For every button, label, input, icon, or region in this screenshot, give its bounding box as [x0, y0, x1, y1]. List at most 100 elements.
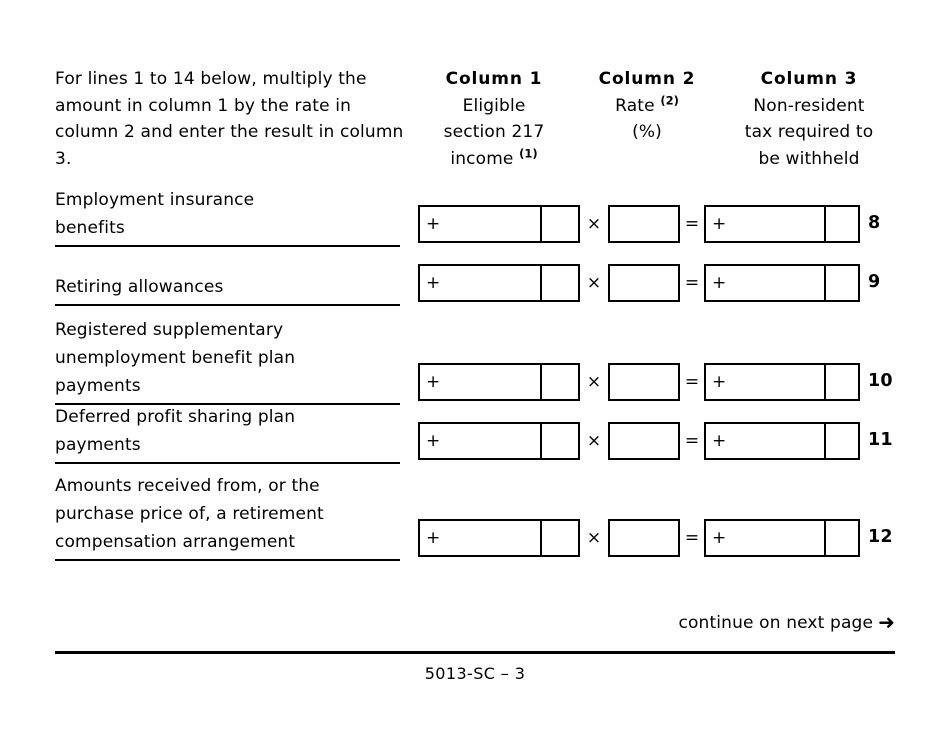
column-3-amount-box[interactable]: + [704, 519, 860, 557]
row-label-underline [55, 559, 400, 561]
column-3-subtitle-line-3: be withheld [758, 148, 860, 169]
row-label-line: Registered supplementary [55, 320, 284, 340]
line-number: 12 [868, 527, 893, 548]
row-label-cell: Amounts received from, or the purchase p… [55, 472, 400, 561]
column-1-cents-field[interactable] [540, 365, 578, 399]
form-code: 5013-SC – 3 [424, 664, 526, 683]
column-1-amount-box[interactable]: + [418, 519, 580, 557]
column-2-rate-box[interactable] [608, 264, 680, 302]
column-3-amount-box[interactable]: + [704, 205, 860, 243]
row-label-line: compensation arrangement [55, 532, 296, 552]
table-row: Amounts received from, or the purchase p… [0, 472, 950, 568]
row-calculation: + × = + 8 [418, 205, 898, 247]
column-3-amount-box[interactable]: + [704, 264, 860, 302]
instructions-text: For lines 1 to 14 below, multiply the am… [55, 69, 404, 169]
plus-sign-icon: + [712, 371, 727, 392]
row-label-line: Employment insurance [55, 190, 255, 210]
column-1-cents-field[interactable] [540, 266, 578, 300]
row-label-line: benefits [55, 218, 125, 238]
line-number: 8 [868, 213, 881, 234]
column-1-dollars-field[interactable]: + [420, 424, 540, 458]
column-2-subtitle-line-2: (%) [632, 122, 662, 142]
multiply-operator: × [586, 371, 602, 392]
line-number: 11 [868, 430, 893, 451]
row-label-underline [55, 403, 400, 405]
column-1-title: Column 1 [445, 69, 543, 89]
plus-sign-icon: + [426, 371, 441, 392]
multiply-operator: × [586, 213, 602, 234]
column-1-cents-field[interactable] [540, 521, 578, 555]
row-calculation: + × = + 10 [418, 363, 898, 405]
table-row: Registered supplementary unemployment be… [0, 316, 950, 405]
row-label-underline [55, 304, 400, 306]
column-1-cents-field[interactable] [540, 424, 578, 458]
column-1-subtitle-line-2: section 217 [443, 122, 545, 142]
row-label-cell: Employment insurance benefits [55, 186, 400, 247]
column-1-amount-box[interactable]: + [418, 205, 580, 243]
column-2-subtitle-line-1-text: Rate [615, 95, 655, 116]
column-1-footnote-marker: (1) [519, 145, 538, 160]
multiply-operator: × [586, 527, 602, 548]
row-label-underline [55, 245, 400, 247]
row-label-line: unemployment benefit plan [55, 348, 296, 368]
row-label-cell: Registered supplementary unemployment be… [55, 316, 400, 405]
column-2-rate-box[interactable] [608, 205, 680, 243]
column-3-cents-field[interactable] [824, 207, 858, 241]
column-headers: For lines 1 to 14 below, multiply the am… [55, 66, 895, 172]
plus-sign-icon: + [712, 430, 727, 451]
column-3-dollars-field[interactable]: + [706, 365, 824, 399]
equals-operator: = [684, 213, 700, 234]
column-3-dollars-field[interactable]: + [706, 207, 824, 241]
column-2-title: Column 2 [598, 69, 696, 89]
equals-operator: = [684, 430, 700, 451]
column-3-cents-field[interactable] [824, 266, 858, 300]
row-calculation: + × = + 12 [418, 519, 898, 561]
column-2-rate-box[interactable] [608, 422, 680, 460]
column-3-title: Column 3 [760, 69, 858, 89]
column-3-dollars-field[interactable]: + [706, 521, 824, 555]
row-label-line: Amounts received from, or the [55, 476, 320, 496]
continue-next-page: continue on next page➜ [55, 610, 895, 634]
column-1-dollars-field[interactable]: + [420, 207, 540, 241]
column-2-rate-box[interactable] [608, 363, 680, 401]
column-1-amount-box[interactable]: + [418, 422, 580, 460]
row-label: Amounts received from, or the purchase p… [55, 472, 400, 559]
column-1-amount-box[interactable]: + [418, 363, 580, 401]
column-1-header: Column 1 Eligible section 217 income (1) [415, 66, 573, 172]
column-1-cents-field[interactable] [540, 207, 578, 241]
plus-sign-icon: + [426, 430, 441, 451]
column-3-header: Column 3 Non-resident tax required to be… [725, 66, 893, 172]
row-label: Registered supplementary unemployment be… [55, 316, 400, 403]
row-label-line: purchase price of, a retirement [55, 504, 324, 524]
continue-next-page-label: continue on next page [678, 613, 874, 633]
column-3-amount-box[interactable]: + [704, 422, 860, 460]
column-3-dollars-field[interactable]: + [706, 266, 824, 300]
column-3-cents-field[interactable] [824, 521, 858, 555]
column-3-subtitle-line-2: tax required to [744, 122, 874, 142]
column-3-cents-field[interactable] [824, 365, 858, 399]
row-label-line: Retiring allowances [55, 277, 224, 297]
row-calculation: + × = + 9 [418, 264, 898, 306]
row-label-line: Deferred profit sharing plan [55, 407, 296, 427]
column-1-subtitle-line-3: income (1) [415, 146, 573, 173]
arrow-right-icon: ➜ [878, 610, 895, 634]
row-label-line: payments [55, 435, 141, 455]
column-1-dollars-field[interactable]: + [420, 521, 540, 555]
table-row: Deferred profit sharing plan payments + … [0, 403, 950, 472]
row-label: Employment insurance benefits [55, 186, 400, 245]
footer-divider [55, 651, 895, 654]
column-1-dollars-field[interactable]: + [420, 266, 540, 300]
column-1-amount-box[interactable]: + [418, 264, 580, 302]
row-label-underline [55, 462, 400, 464]
multiply-operator: × [586, 430, 602, 451]
column-1-dollars-field[interactable]: + [420, 365, 540, 399]
column-2-rate-box[interactable] [608, 519, 680, 557]
column-3-amount-box[interactable]: + [704, 363, 860, 401]
column-2-footnote-marker: (2) [660, 92, 679, 107]
column-3-cents-field[interactable] [824, 424, 858, 458]
column-3-dollars-field[interactable]: + [706, 424, 824, 458]
row-label: Retiring allowances [55, 273, 400, 304]
plus-sign-icon: + [712, 527, 727, 548]
equals-operator: = [684, 272, 700, 293]
